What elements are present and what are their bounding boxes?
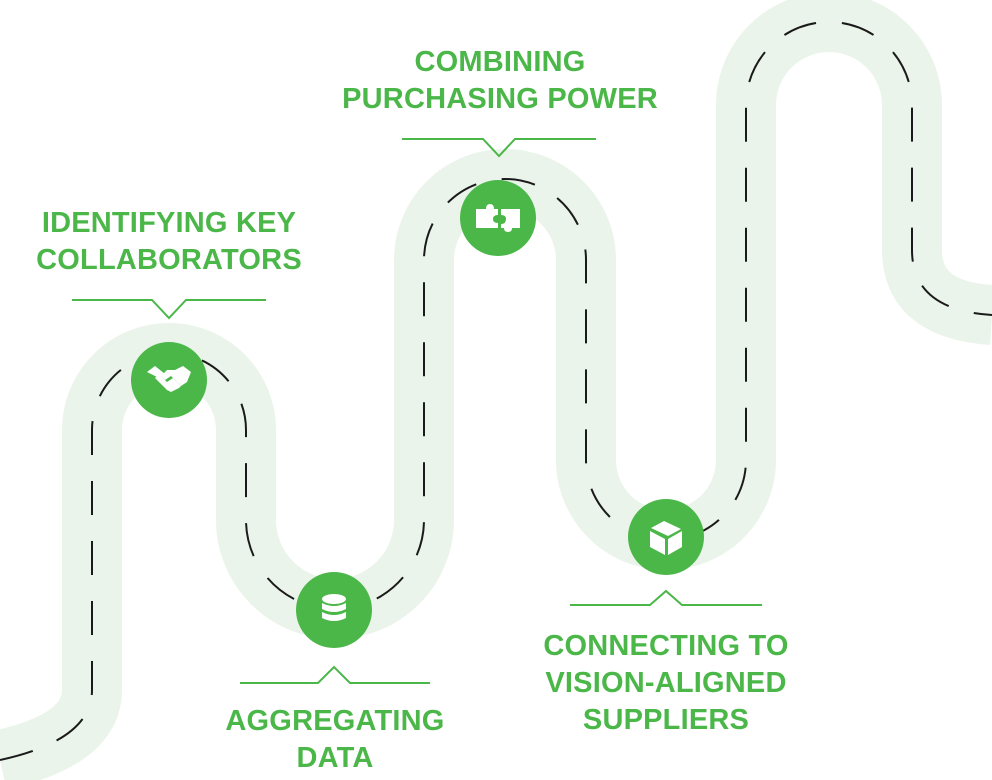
pointer-line-collaborators bbox=[72, 299, 266, 320]
road-center-line bbox=[0, 21, 992, 761]
milestone-label-data: AGGREGATING DATA bbox=[180, 703, 490, 777]
database-icon bbox=[322, 594, 346, 621]
milestone-node-suppliers bbox=[628, 499, 704, 575]
milestone-label-collaborators: IDENTIFYING KEY COLLABORATORS bbox=[14, 205, 324, 279]
milestone-label-suppliers: CONNECTING TO VISION-ALIGNED SUPPLIERS bbox=[506, 628, 826, 739]
milestone-node-data bbox=[296, 572, 372, 648]
label-line: COMBINING bbox=[414, 46, 586, 78]
puzzle-icon bbox=[476, 204, 520, 232]
label-line: DATA bbox=[296, 742, 374, 774]
handshake-icon bbox=[147, 366, 191, 392]
label-line: CONNECTING TO bbox=[543, 630, 789, 662]
label-line: VISION-ALIGNED bbox=[545, 667, 787, 699]
label-line: AGGREGATING bbox=[225, 705, 445, 737]
milestone-label-purchasing: COMBINING PURCHASING POWER bbox=[320, 44, 680, 118]
pointer-line-purchasing bbox=[402, 138, 596, 158]
label-line: IDENTIFYING KEY bbox=[41, 207, 297, 239]
label-line: COLLABORATORS bbox=[36, 244, 302, 276]
milestone-node-purchasing bbox=[460, 180, 536, 256]
pointer-line-suppliers bbox=[570, 589, 762, 606]
milestone-node-collaborators bbox=[131, 342, 207, 418]
label-line: SUPPLIERS bbox=[582, 704, 750, 736]
pointer-line-data bbox=[240, 665, 430, 684]
label-line: PURCHASING POWER bbox=[342, 83, 658, 115]
box-icon bbox=[650, 521, 682, 555]
